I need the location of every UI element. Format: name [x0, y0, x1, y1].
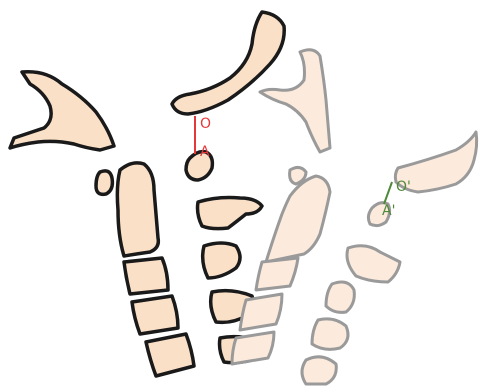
- right-articular-piece-2: [326, 282, 354, 312]
- left-small-nub-bone: [96, 171, 112, 194]
- right-vertebra-body-2: [240, 294, 282, 330]
- right-articular-piece-1: [347, 246, 400, 282]
- left-dens-column-bone: [117, 163, 158, 256]
- red-label-o: O: [200, 116, 211, 132]
- right-dens-column-bone: [266, 176, 330, 262]
- right-articular-piece-3: [312, 319, 348, 349]
- right-vertebra-body-1: [256, 258, 298, 290]
- left-vertebra-body-3: [146, 334, 194, 376]
- right-articular-piece-4: [302, 357, 336, 384]
- right-vertebra-body-3: [232, 332, 274, 364]
- left-skull-base-bone: [10, 72, 114, 150]
- red-label-a: A: [200, 144, 210, 160]
- green-label-a-prime: A': [382, 203, 395, 219]
- green-oa-measure-line: [384, 182, 392, 204]
- left-occiput-bone: [172, 12, 284, 114]
- left-vertebra-body-1: [124, 258, 168, 294]
- left-articular-piece-1: [198, 198, 263, 229]
- left-articular-piece-2: [203, 243, 240, 278]
- green-label-o-prime: O': [396, 179, 411, 195]
- left-vertebra-body-2: [132, 296, 178, 334]
